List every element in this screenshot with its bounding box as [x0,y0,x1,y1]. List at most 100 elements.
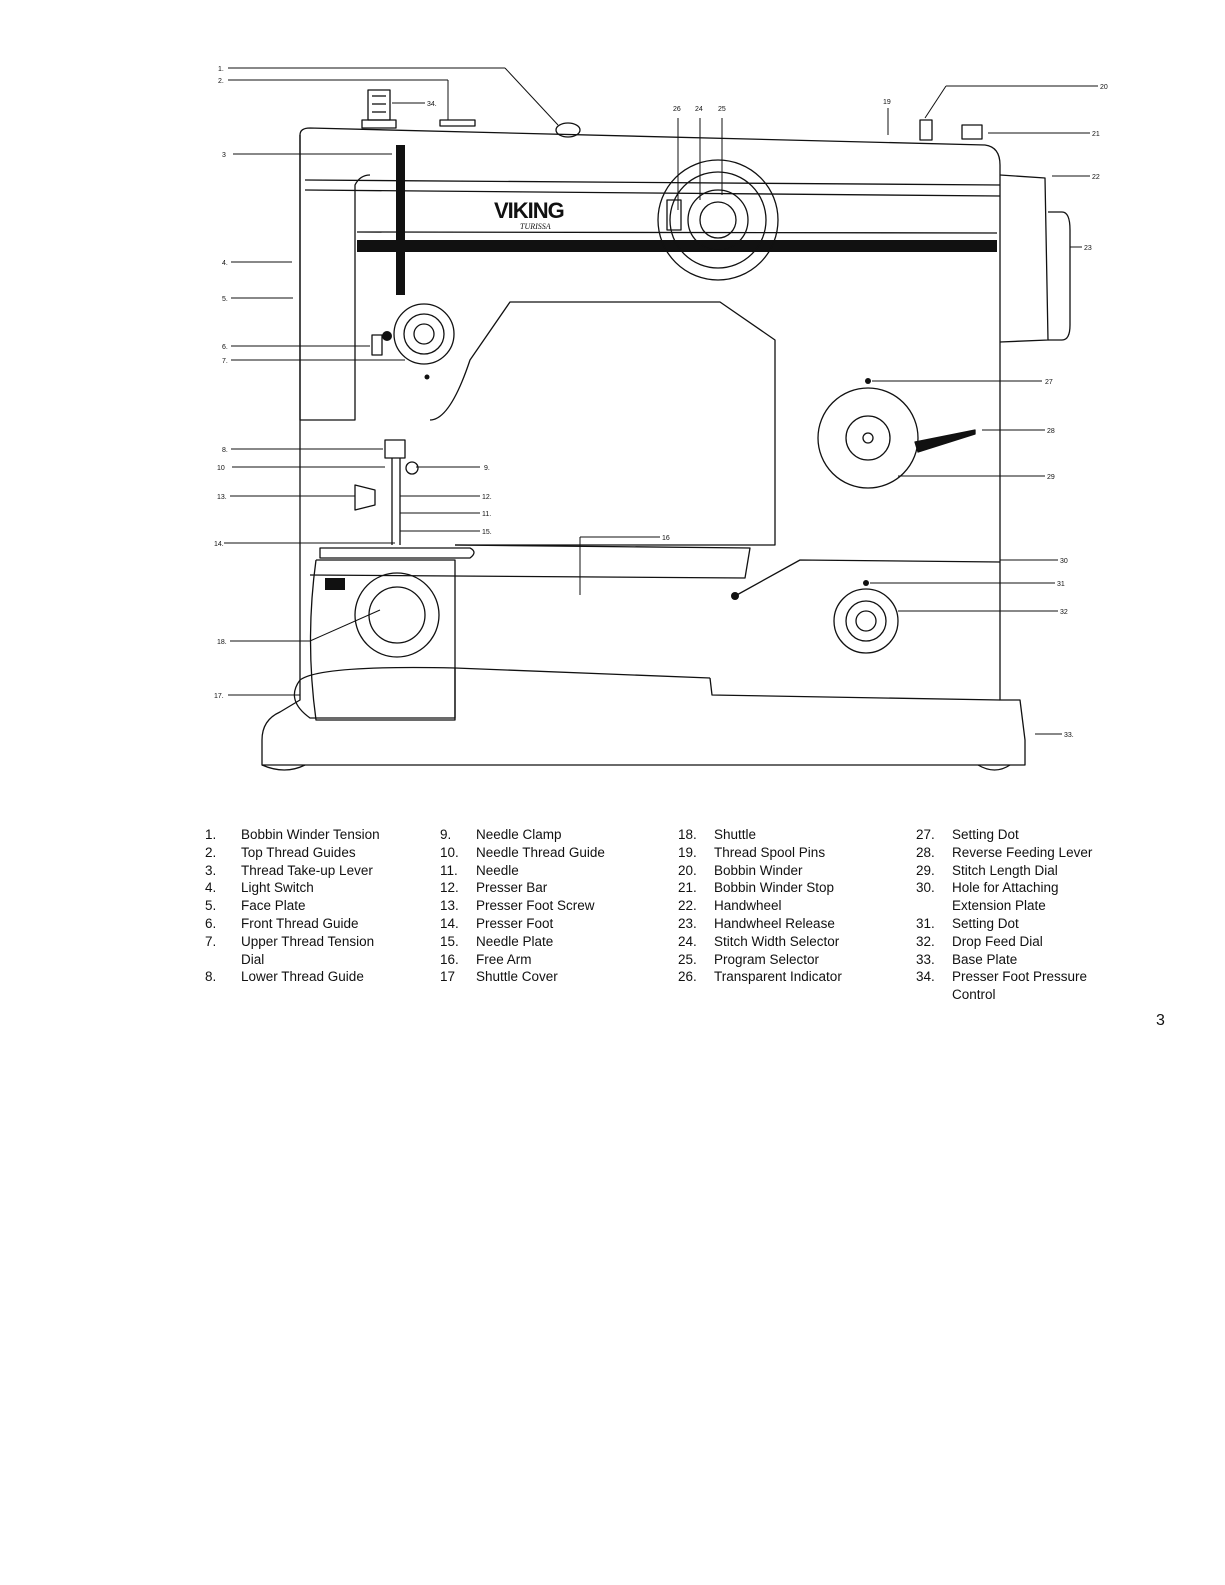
legend-column-4: 27.Setting Dot 28.Reverse Feeding Lever … [916,826,1092,1004]
callout-18: 18. [217,639,227,646]
upper-thread-tension-dial [393,303,455,365]
legend-item: 24.Stitch Width Selector [678,933,840,949]
legend-item: 3.Thread Take-up Lever [205,862,373,878]
bobbin-winder-tension [555,122,581,138]
callout-15: 15. [482,529,492,536]
legend-item: 11.Needle [440,862,519,878]
needle-thread-guide [405,461,419,475]
callout-33: 33. [1064,732,1074,739]
legend-item: 13.Presser Foot Screw [440,898,595,914]
legend-item: 28.Reverse Feeding Lever [916,844,1093,860]
shuttle [354,572,440,658]
extension-plate-hole [734,559,1001,597]
callout-28: 28 [1047,428,1055,435]
handwheel-release [1048,211,1071,341]
sewing-machine-diagram: VIKING TURISSA 1. 2. 3 4. 5. 6. 7. 8. 9.… [214,66,1108,771]
legend-item: 12.Presser Bar [440,880,548,896]
callout-10: 10 [217,465,225,472]
legend-item: 29.Stitch Length Dial [916,862,1058,878]
brand-model: TURISSA [520,222,551,231]
callout-7: 7. [222,358,228,365]
callout-19: 19 [883,99,891,106]
legend-item: 27.Setting Dot [916,827,1019,842]
legend-item: 6.Front Thread Guide [205,915,359,931]
callout-32: 32 [1060,609,1068,616]
legend-item: 4.Light Switch [205,880,314,896]
callout-9: 9. [484,465,490,472]
upper-tension-dot [382,331,392,341]
page-number: 3 [1156,1012,1165,1029]
setting-dot-top [865,378,871,384]
callout-5: 5. [222,296,228,303]
callout-3: 3 [222,152,226,159]
legend-item: 30.Hole for Attaching [916,880,1059,896]
legend-item: 1.Bobbin Winder Tension [205,827,380,842]
callout-2: 2. [218,78,224,85]
callout-22: 22 [1092,174,1100,181]
callout-6: 6. [222,344,228,351]
callout-29: 29 [1047,474,1055,481]
legend-column-3: 18.Shuttle 19.Thread Spool Pins 20.Bobbi… [678,826,842,986]
callout-27: 27 [1045,379,1053,386]
callout-11: 11. [482,511,491,518]
legend-item-continuation: Extension Plate [952,898,1046,914]
legend-item: 34.Presser Foot Pressure [916,969,1088,985]
top-thread-guides [439,119,476,127]
callout-26: 26 [673,106,681,113]
legend-item: 14.Presser Foot [440,915,554,931]
legend-item: 25.Program Selector [678,951,820,967]
callout-12: 12. [482,494,492,501]
legend-item: 21.Bobbin Winder Stop [678,880,835,896]
transparent-indicator [666,199,682,231]
callout-23: 23 [1084,245,1092,252]
shuttle-cover [293,666,456,719]
legend-item: 2.Top Thread Guides [205,844,356,860]
brand-name: VIKING [494,198,564,223]
callout-16: 16 [662,535,670,542]
legend-item: 8.Lower Thread Guide [205,969,364,985]
callout-30: 30 [1060,558,1068,565]
program-selector [687,189,749,251]
stitch-length-dial [817,387,919,489]
callout-21: 21 [1092,131,1100,138]
legend-item: 31.Setting Dot [916,915,1019,931]
legend-item: 23.Handwheel Release [678,915,835,931]
handwheel [999,174,1049,343]
legend-item: 19.Thread Spool Pins [678,844,826,860]
callout-1: 1. [218,66,224,73]
thread-take-up-lever [396,145,405,295]
free-arm [309,544,751,579]
front-thread-guide [371,334,383,356]
legend-item-continuation: Control [952,987,996,1003]
legend-item: 26.Transparent Indicator [678,969,842,985]
needle-plate [319,547,475,559]
presser-foot-screw [354,484,376,511]
bobbin-winder [961,124,983,140]
legend-column-1: 1.Bobbin Winder Tension 2.Top Thread Gui… [205,826,380,986]
legend-item: 16.Free Arm [440,951,532,967]
arm-opening [429,301,776,546]
legend-item: 32.Drop Feed Dial [916,933,1043,949]
legend-item: 9.Needle Clamp [440,827,562,842]
legend-item: 7.Upper Thread Tension [205,933,375,949]
presser-foot-pressure-control [367,89,391,121]
setting-dot-bottom [863,580,869,586]
legend-item: 5.Face Plate [205,898,306,914]
callout-8: 8. [222,447,228,454]
callout-34: 34. [427,101,437,108]
callout-13: 13. [217,494,227,501]
callout-31: 31 [1057,581,1065,588]
shuttle-compartment [309,559,456,721]
legend-item: 22.Handwheel [678,898,782,914]
callout-24: 24 [695,106,703,113]
callout-25: 25 [718,106,726,113]
machine-body [261,127,1026,766]
callout-17: 17. [214,693,224,700]
stitch-width-selector [657,159,779,281]
legend-item: 20.Bobbin Winder [678,862,803,878]
legend-item: 33.Base Plate [916,951,1018,967]
legend-column-2: 9.Needle Clamp 10.Needle Thread Guide 11… [440,826,605,986]
drop-feed-dial [833,588,899,654]
legend-item: 10.Needle Thread Guide [440,844,605,860]
